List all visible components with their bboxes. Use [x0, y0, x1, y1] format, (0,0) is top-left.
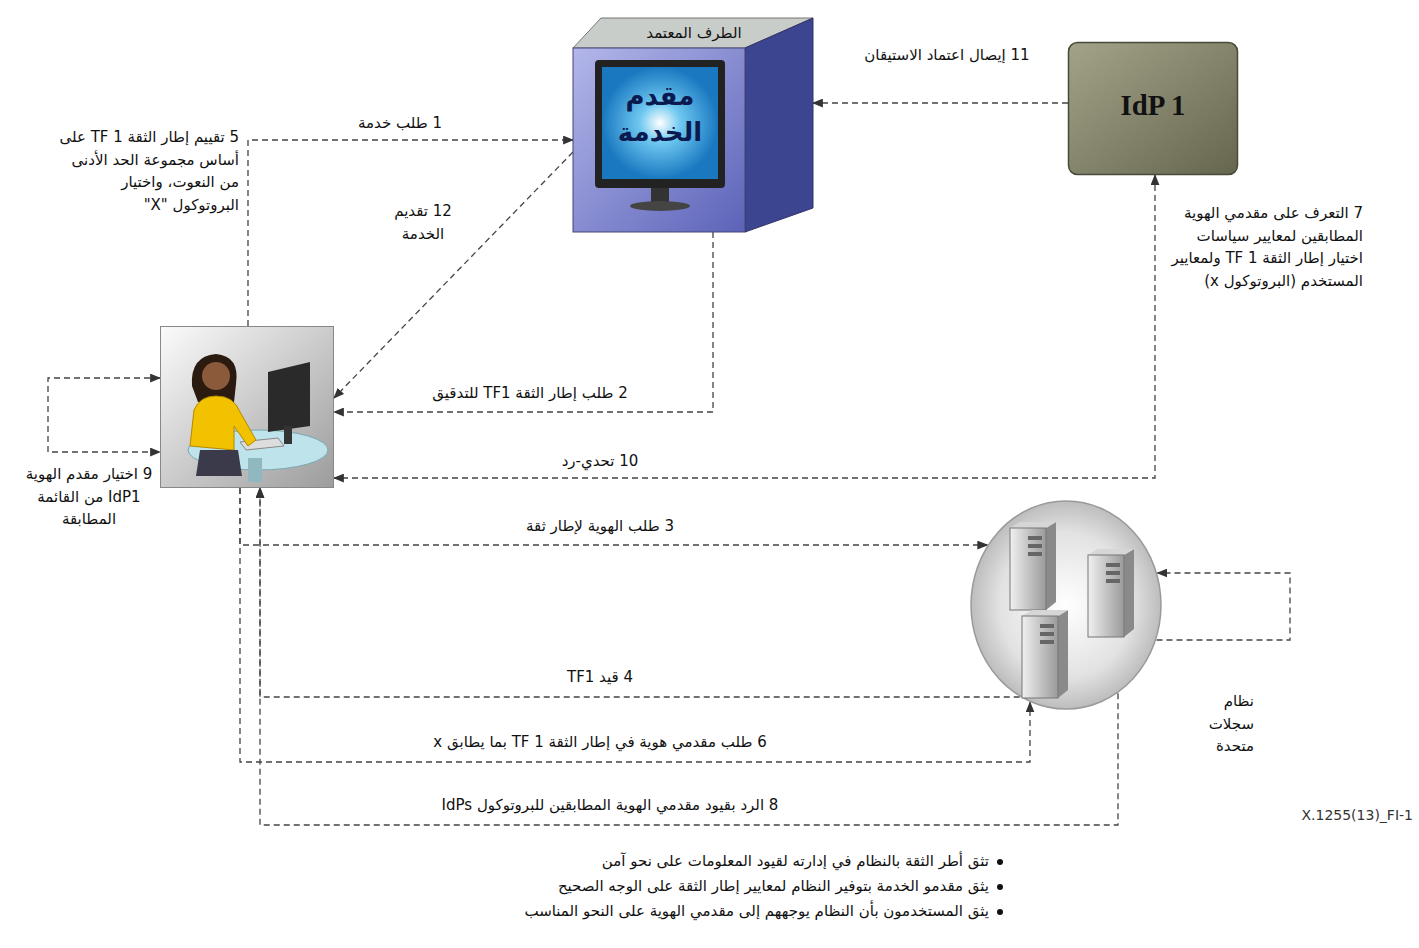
- step-note: 5 تقييم إطار الثقة TF 1 على أساس مجموعة …: [50, 126, 242, 216]
- bullet-text: يثق مقدمو الخدمة بتوفير النظام لمعايير إ…: [380, 875, 992, 898]
- dashed-connector: [1157, 573, 1290, 640]
- illustration-part: [1046, 522, 1056, 610]
- illustration-part: [630, 201, 690, 211]
- illustration-part: [161, 327, 334, 488]
- edge-label: 10 تحدي-رد: [559, 450, 642, 473]
- relying-party-box: الطرف المعتمد مقدم الخدمة: [573, 18, 813, 232]
- dashed-connector: [248, 140, 573, 326]
- user-figure: [160, 326, 334, 488]
- illustration-part: [1010, 522, 1056, 528]
- illustration-part: [1124, 549, 1134, 637]
- illustration-part: [202, 362, 230, 390]
- illustration-part: [651, 188, 669, 202]
- illustration-part: [1106, 563, 1120, 567]
- illustration-part: [595, 60, 725, 188]
- registry-ellipse: نظام سجلات متحدة: [970, 500, 1162, 710]
- user-figure-art: [160, 326, 334, 488]
- illustration-part: [190, 396, 256, 450]
- illustration-part: [602, 67, 718, 179]
- illustration-part: [1069, 43, 1238, 175]
- illustration-part: [284, 426, 292, 444]
- dashed-connector: [334, 152, 573, 398]
- illustration-part: [248, 458, 262, 482]
- illustration-part: [1106, 571, 1120, 575]
- edge-label: 9 اختيار مقدم الهوية IdP1 من القائمة الم…: [18, 463, 160, 531]
- dashed-connector: [334, 232, 713, 412]
- party-heading: الطرف المعتمد: [619, 22, 769, 45]
- illustration-part: [1040, 640, 1054, 644]
- edge-label: 4 قيد TF1: [564, 666, 636, 689]
- service-provider-name: مقدم الخدمة: [603, 78, 717, 151]
- illustration-part: [1028, 544, 1042, 548]
- illustration-part: [268, 362, 310, 432]
- illustration-part: [196, 450, 242, 476]
- dashed-connector: [813, 102, 1068, 103]
- dashed-connector: [260, 488, 1020, 697]
- edge-label: 12 تقديم الخدمة: [372, 200, 474, 245]
- bullet-text: يثق المستخدمون بأن النظام يوجههم إلى مقد…: [380, 900, 992, 923]
- idp-name: IdP 1: [1068, 84, 1238, 127]
- illustration-part: [192, 354, 237, 402]
- illustration-part: [1028, 536, 1042, 540]
- illustration-part: [1022, 610, 1068, 616]
- registry-ellipse-art: [970, 500, 1162, 710]
- illustration-part: [573, 48, 745, 232]
- illustration-part: [745, 18, 813, 232]
- bullet-text: تثق أطر الثقة بالنظام في إدارته لقيود ال…: [380, 850, 992, 873]
- dashed-connector: [48, 378, 160, 452]
- illustration-part: [1040, 624, 1054, 628]
- illustration-part: [1040, 632, 1054, 636]
- idp-box: IdP 1: [1068, 42, 1238, 175]
- illustration-part: [1106, 579, 1120, 583]
- edge-label: 3 طلب الهوية لإطار ثقة: [523, 515, 677, 538]
- illustration-part: [971, 501, 1161, 709]
- edge-label: 6 طلب مقدمي هوية في إطار الثقة TF 1 بما …: [430, 731, 769, 754]
- step-note: 7 التعرف على مقدمي الهوية المطابقين لمعا…: [1168, 202, 1366, 292]
- dashed-connector: [240, 488, 1030, 762]
- bullet-dot: [997, 859, 1003, 865]
- edge-label: 1 طلب خدمة: [355, 112, 445, 135]
- illustration-part: [1058, 610, 1068, 698]
- dashed-connector: [240, 488, 987, 545]
- illustration-part: [1028, 552, 1042, 556]
- bullet-dot: [997, 909, 1003, 915]
- illustration-part: [1022, 616, 1058, 698]
- registry-heading: نظام سجلات متحدة: [1188, 690, 1254, 758]
- edge-label: 2 طلب إطار الثقة TF1 للتدقيق: [429, 382, 630, 405]
- illustration-part: [1088, 555, 1124, 637]
- illustration-part: [1088, 549, 1134, 555]
- illustration-part: [1010, 528, 1046, 610]
- bullet-dot: [997, 884, 1003, 890]
- edge-label: 8 الرد بقيود مقدمي الهوية المطابقين للبر…: [439, 794, 782, 817]
- figure-code: X.1255(13)_FI-1: [1270, 805, 1416, 826]
- edge-label: 11 إيصال اعتماد الاستيقان: [858, 44, 1036, 67]
